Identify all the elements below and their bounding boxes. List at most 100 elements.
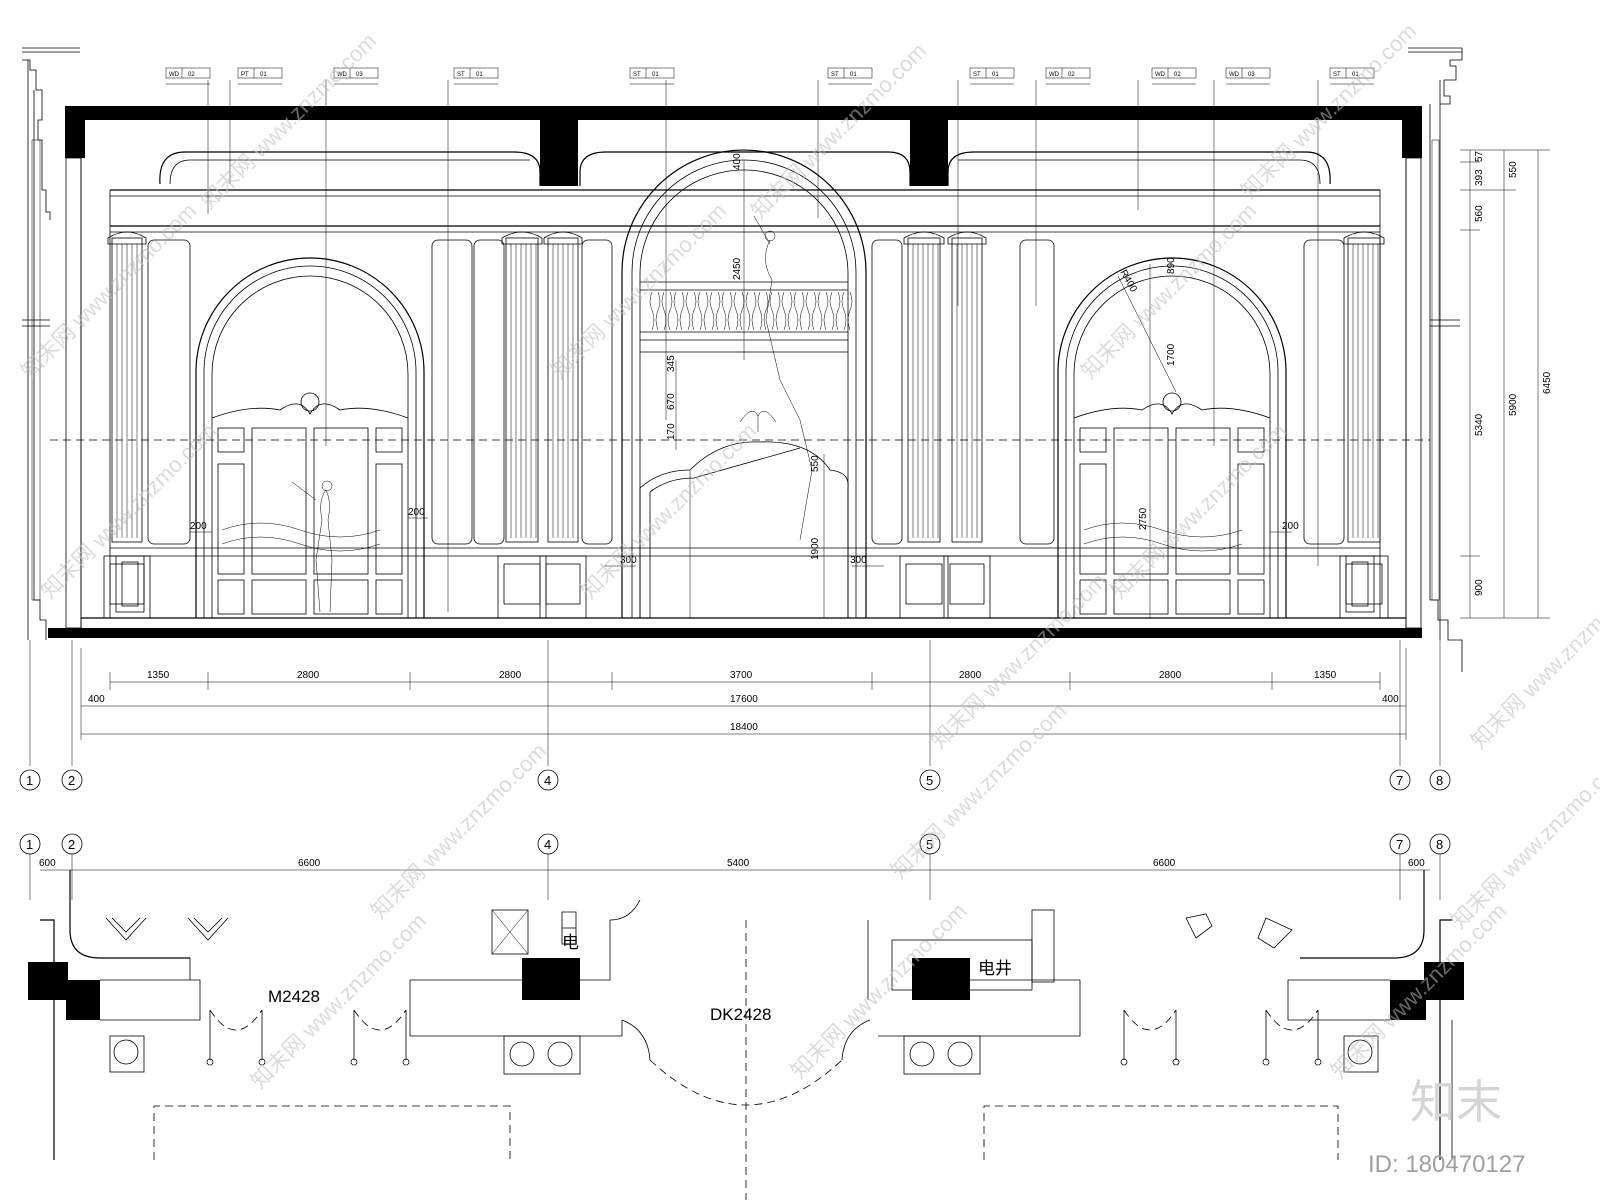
dim-bottom: 2800 bbox=[959, 670, 982, 681]
leader-lines bbox=[207, 80, 1319, 612]
material-tag: ST 01 bbox=[629, 67, 675, 85]
baluster bbox=[685, 291, 697, 331]
shaft-label-left: 电 bbox=[562, 933, 579, 952]
dim-900: 900 bbox=[1474, 579, 1485, 596]
door-label-m2428: M2428 bbox=[268, 987, 320, 1006]
axis-label: 4 bbox=[544, 837, 551, 852]
dim-bottom: 2800 bbox=[499, 670, 522, 681]
axis-bubble: 2 bbox=[61, 769, 83, 791]
ceiling-slab bbox=[65, 106, 1422, 120]
beam-left bbox=[540, 106, 578, 186]
baluster bbox=[757, 291, 769, 331]
baluster bbox=[721, 291, 733, 331]
dim-560: 560 bbox=[1474, 205, 1485, 222]
axis-bubble: 8 bbox=[1429, 769, 1451, 791]
dim-rail: 345 bbox=[666, 355, 677, 372]
dim-670: 670 bbox=[666, 393, 677, 410]
material-tag-code: ST bbox=[831, 72, 839, 78]
dim-plan: 600 bbox=[39, 858, 56, 869]
axis-bubble: 8 bbox=[1429, 833, 1451, 855]
baluster bbox=[709, 291, 721, 331]
material-tag-code: WD bbox=[337, 72, 348, 78]
brand-id: ID: 180470127 bbox=[1368, 1151, 1525, 1178]
material-tag-num: 02 bbox=[1068, 72, 1075, 78]
baluster bbox=[745, 291, 757, 331]
baluster bbox=[817, 291, 829, 331]
dim-1900: 1900 bbox=[810, 537, 821, 560]
column bbox=[1339, 231, 1389, 619]
material-tag-code: ST bbox=[1333, 72, 1341, 78]
material-tag-code: ST bbox=[457, 72, 465, 78]
material-tag-num: 02 bbox=[188, 72, 195, 78]
dim-plan: 5400 bbox=[727, 858, 750, 869]
material-tag-code: ST bbox=[633, 72, 641, 78]
axis-label: 8 bbox=[1436, 773, 1443, 788]
baluster bbox=[733, 291, 745, 331]
dim-5340: 5340 bbox=[1474, 413, 1485, 436]
axis-label: 7 bbox=[1396, 837, 1403, 852]
baluster bbox=[697, 291, 709, 331]
dim-550: 550 bbox=[810, 455, 821, 472]
material-tag-num: 03 bbox=[1248, 72, 1255, 78]
material-tag: WD 03 bbox=[333, 67, 379, 85]
watermark: 知末网 www.znzmo.com bbox=[366, 738, 551, 923]
baluster bbox=[805, 291, 817, 331]
plan-fixtures bbox=[105, 911, 1379, 1075]
dim-5900: 5900 bbox=[1508, 393, 1519, 416]
column bbox=[103, 231, 151, 619]
dim-400-left: 400 bbox=[88, 694, 105, 705]
right-cornice-profile bbox=[1408, 47, 1463, 672]
baluster bbox=[661, 291, 673, 331]
axis-bubble: 7 bbox=[1389, 769, 1411, 791]
dim-bottom: 2800 bbox=[1159, 670, 1182, 681]
dim-170: 170 bbox=[666, 423, 677, 440]
dim-57: 57 bbox=[1474, 150, 1485, 162]
dim-393: 393 bbox=[1474, 169, 1485, 186]
baluster bbox=[649, 291, 661, 331]
material-tag-num: 01 bbox=[476, 72, 483, 78]
baluster bbox=[841, 291, 853, 331]
axis-bubble: 5 bbox=[919, 833, 941, 855]
dim-200a: 200 bbox=[190, 521, 207, 532]
axis-label: 1 bbox=[26, 773, 33, 788]
plan-corridor bbox=[153, 1105, 1339, 1160]
plan-central-opening bbox=[609, 899, 871, 1200]
baluster bbox=[793, 291, 805, 331]
left-cornice-profile bbox=[22, 47, 80, 640]
material-tag-code: ST bbox=[973, 72, 981, 78]
dim-bottom: 1350 bbox=[1314, 670, 1337, 681]
dim-bottom: 1350 bbox=[147, 670, 170, 681]
dim-300a: 300 bbox=[620, 555, 637, 566]
right-dimensions: 57 393 560 5340 900 550 5900 6450 bbox=[1460, 149, 1553, 619]
dim-6450: 6450 bbox=[1542, 371, 1553, 394]
watermark: 知末网 www.znzmo.com bbox=[16, 198, 201, 383]
dim-18400: 18400 bbox=[730, 722, 758, 733]
watermark: 知末网 www.znzmo.com bbox=[1106, 418, 1291, 603]
right-arched-doorway bbox=[1057, 257, 1287, 618]
dim-890: 890 bbox=[1166, 257, 1177, 274]
elevation-view: WD02PT01WD03ST01ST01ST01ST01WD02WD02WD03… bbox=[19, 47, 1553, 791]
material-tag-num: 03 bbox=[356, 72, 363, 78]
axis-label: 5 bbox=[926, 837, 933, 852]
watermark: 知末网 www.znzmo.com bbox=[1326, 898, 1511, 1083]
watermark: 知末网 www.znzmo.com bbox=[926, 568, 1111, 753]
material-tag-num: 01 bbox=[652, 72, 659, 78]
material-tag-code: WD bbox=[1229, 72, 1240, 78]
dim-bottom: 2800 bbox=[297, 670, 320, 681]
shaft-label: 电井 bbox=[978, 959, 1012, 978]
axis-bubble: 5 bbox=[919, 769, 941, 791]
axis-label: 2 bbox=[68, 837, 75, 852]
axis-bubble: 1 bbox=[19, 833, 41, 855]
floor-slab bbox=[48, 628, 1422, 638]
columns bbox=[103, 231, 1389, 619]
